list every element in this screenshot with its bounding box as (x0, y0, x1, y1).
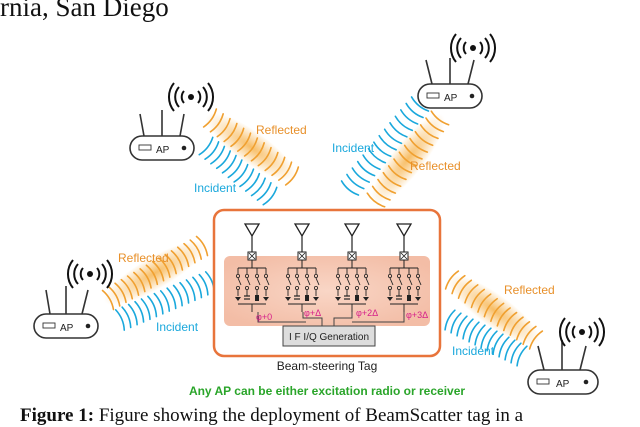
incident-label: Incident (194, 181, 237, 195)
caption-text: Figure showing the deployment of BeamSca… (98, 405, 524, 426)
header-fragment: rnia, San Diego (0, 0, 169, 22)
wave-beams (101, 96, 544, 367)
phase-label-3: φ+3Δ (406, 310, 428, 320)
reflected-beam (202, 108, 300, 186)
reflected-label: Reflected (504, 283, 555, 297)
reflected-beam (101, 235, 209, 311)
antenna-chains (235, 223, 422, 312)
tag-label: Beam-steering Tag (277, 359, 378, 373)
access-point-left: AP (33, 286, 99, 339)
phase-label-2: φ+2Δ (356, 308, 378, 318)
reflected-beam (444, 270, 544, 350)
reflected-label: Reflected (410, 159, 461, 173)
phase-label-1: φ+Δ (304, 308, 321, 318)
figure-caption: Figure 1: Figure showing the deployment … (20, 405, 523, 427)
antenna-chain-3 (387, 223, 422, 312)
incident-label: Incident (332, 141, 375, 155)
antenna-chain-1 (285, 223, 320, 312)
if-iq-generation-label: I F I/Q Generation (289, 332, 369, 343)
antenna-chain-0 (235, 223, 270, 312)
incident-label: Incident (452, 344, 495, 358)
ap-label: AP (156, 145, 170, 156)
access-point-bottom-right: AP (527, 340, 599, 395)
broadcast-icon (66, 33, 606, 347)
access-point-top-left: AP (129, 110, 195, 161)
excitation-note: Any AP can be either excitation radio or… (189, 384, 465, 398)
access-point-top-right: AP (417, 58, 483, 109)
incident-beam (444, 309, 528, 367)
ap-label: AP (556, 379, 570, 390)
antenna-chain-2 (335, 223, 370, 312)
incident-label: Incident (156, 320, 199, 334)
figure-label: Figure 1: (20, 405, 95, 426)
beam-steering-tag: I F I/Q Generation φ+0 φ+Δ φ+2Δ φ+3Δ (212, 208, 442, 358)
reflected-beam (366, 110, 450, 208)
incident-beam (340, 96, 430, 196)
reflected-label: Reflected (118, 251, 169, 265)
incident-beam (198, 136, 278, 206)
ap-label: AP (444, 93, 458, 104)
reflected-label: Reflected (256, 123, 307, 137)
ap-label: AP (60, 323, 74, 334)
phase-label-0: φ+0 (256, 312, 272, 322)
